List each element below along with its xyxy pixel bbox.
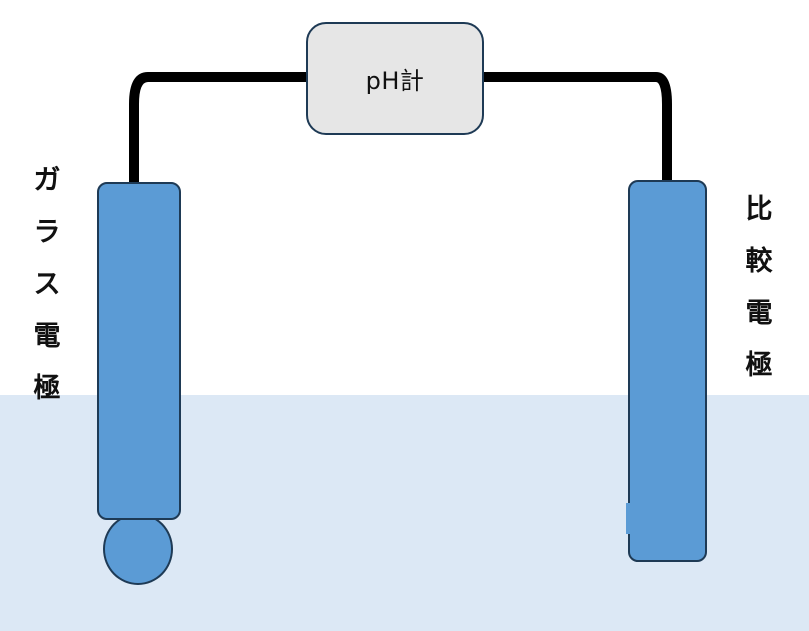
reference-electrode-junction [626, 503, 632, 534]
glass-electrode-bulb [103, 513, 173, 585]
label-char: ガ [33, 165, 61, 196]
label-char: 電 [33, 321, 61, 352]
label-char: 比 [745, 194, 773, 225]
label-char: 電 [745, 298, 773, 329]
wire-reference-electrode [480, 72, 672, 182]
label-char: ス [33, 269, 61, 300]
glass-electrode-label: ガラス電極 [30, 155, 64, 415]
ph-meter-label: pH計 [365, 67, 425, 95]
label-char: 極 [745, 350, 773, 381]
glass-electrode [97, 182, 181, 520]
label-char: 極 [33, 373, 61, 404]
label-char: 較 [745, 246, 773, 277]
wire-glass-electrode [129, 72, 310, 184]
reference-electrode-label: 比較電極 [741, 184, 777, 392]
ph-meter: pH計 [306, 22, 484, 135]
label-char: ラ [33, 217, 61, 248]
reference-electrode [628, 180, 707, 562]
